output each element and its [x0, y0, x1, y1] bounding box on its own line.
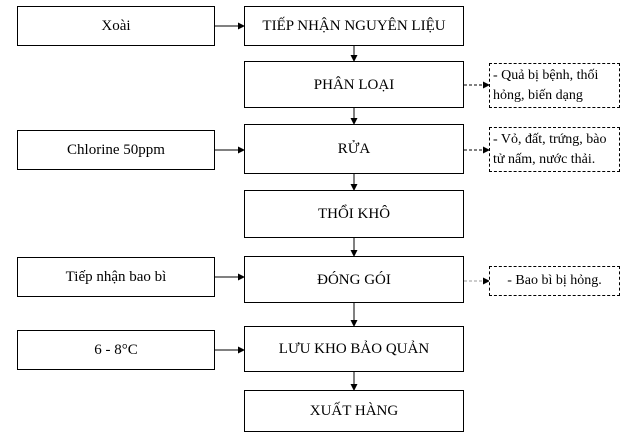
- input-mango: Xoài: [17, 6, 215, 46]
- input-chlorine: Chlorine 50ppm: [17, 130, 215, 170]
- output-sorting-waste: - Quả bị bệnh, thối hỏng, biến dạng: [489, 63, 620, 108]
- output-sorting-waste-line1: - Quả bị bệnh, thối: [493, 68, 599, 83]
- input-packaging: Tiếp nhận bao bì: [17, 257, 215, 297]
- step-air-drying: THỔI KHÔ: [244, 190, 464, 238]
- output-washing-waste-line2: tử nấm, nước thải.: [493, 152, 596, 167]
- step-cold-storage: LƯU KHO BẢO QUẢN: [244, 326, 464, 372]
- step-receive-materials: TIẾP NHẬN NGUYÊN LIỆU: [244, 6, 464, 46]
- output-washing-waste: - Vỏ, đất, trứng, bào tử nấm, nước thải.: [489, 127, 620, 172]
- output-packaging-waste: - Bao bì bị hỏng.: [489, 266, 620, 296]
- input-temperature: 6 - 8°C: [17, 330, 215, 370]
- step-packing: ĐÓNG GÓI: [244, 256, 464, 303]
- step-sorting: PHÂN LOẠI: [244, 61, 464, 108]
- output-sorting-waste-line2: hỏng, biến dạng: [493, 88, 583, 103]
- step-washing: RỬA: [244, 124, 464, 174]
- step-shipping: XUẤT HÀNG: [244, 390, 464, 432]
- output-washing-waste-line1: - Vỏ, đất, trứng, bào: [493, 132, 607, 147]
